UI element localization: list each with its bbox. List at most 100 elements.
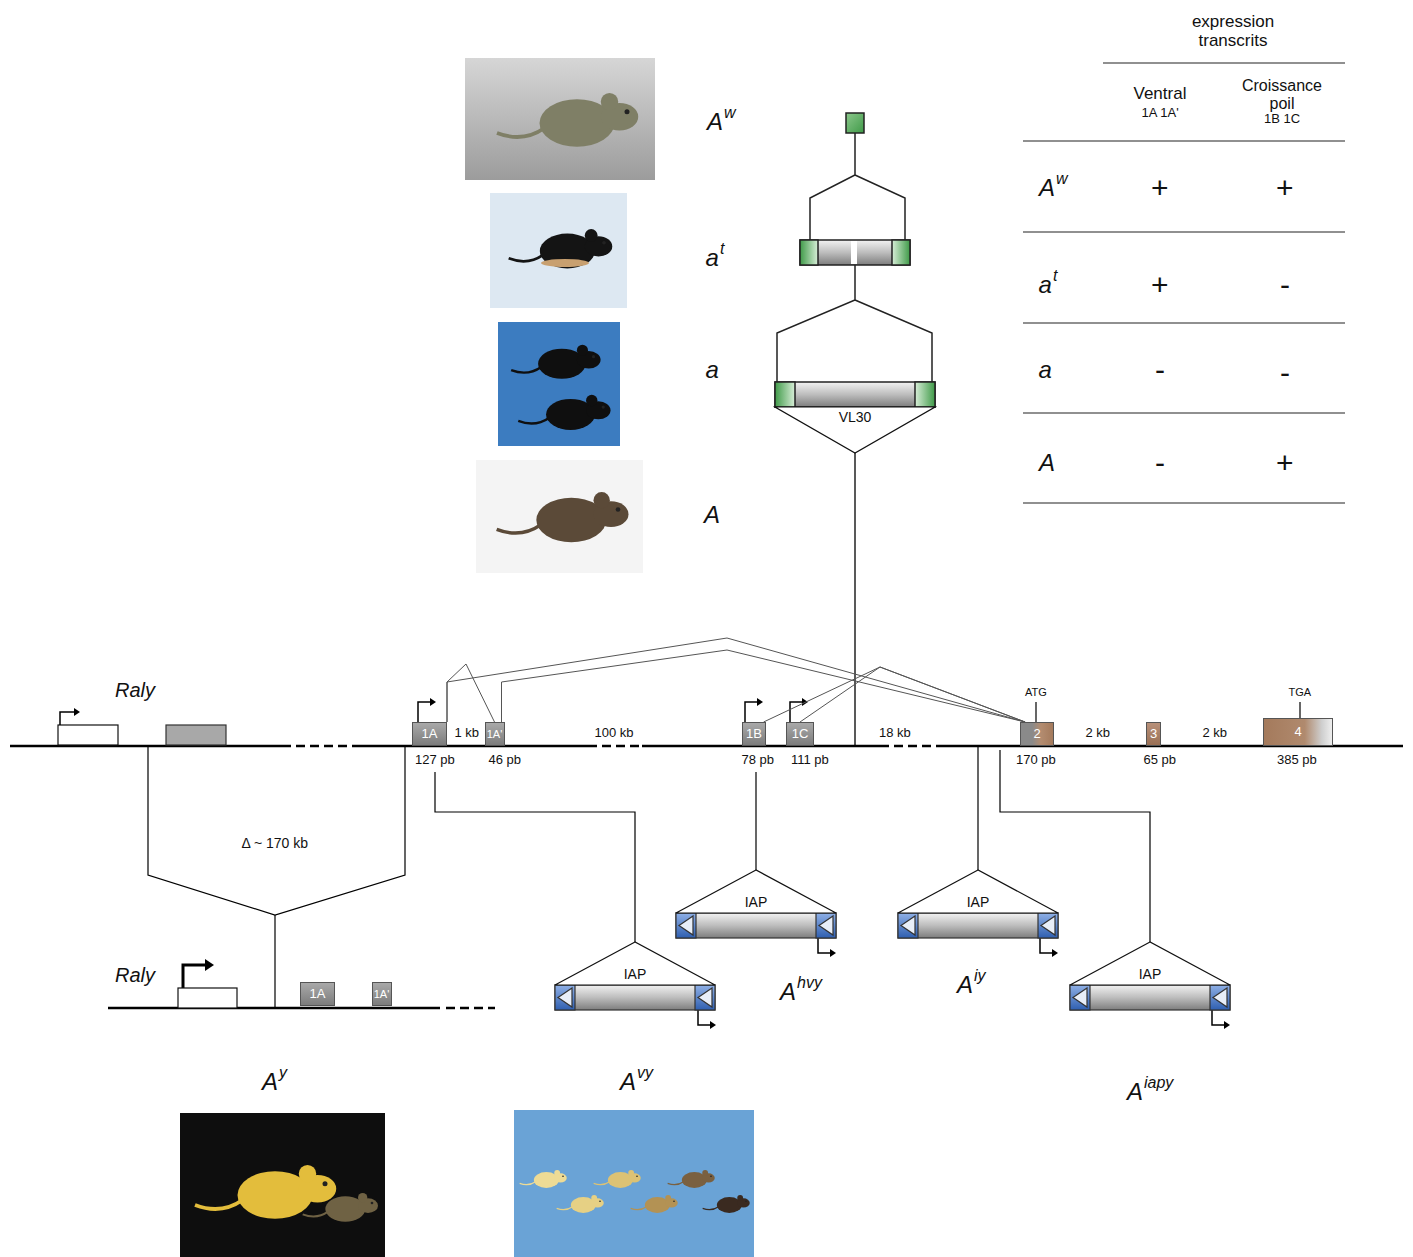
dna bbox=[945, 745, 1403, 748]
exon-label: 4 bbox=[1294, 725, 1301, 739]
mouse bbox=[668, 1170, 715, 1188]
annotation: Δ ~ 170 kb bbox=[242, 835, 309, 851]
annotation: 111 pb bbox=[791, 753, 829, 768]
photo-ground bbox=[498, 322, 620, 446]
annotation: TGA bbox=[1289, 686, 1312, 699]
arrow-heads bbox=[74, 698, 1230, 1029]
iap-element bbox=[676, 913, 836, 938]
exon-box: 1A bbox=[412, 722, 447, 746]
element-label: IAP bbox=[967, 895, 990, 910]
ltr-mark bbox=[1073, 988, 1087, 1007]
ltr bbox=[915, 382, 935, 407]
dna-gap bbox=[282, 745, 360, 748]
splice-line bbox=[447, 638, 1025, 722]
allele-superscript: hvy bbox=[797, 974, 822, 992]
exon-label: 1A' bbox=[487, 728, 503, 740]
arrow-head bbox=[710, 1021, 716, 1029]
iap-element bbox=[555, 985, 715, 1010]
mouse bbox=[520, 1170, 567, 1188]
triangle-outline bbox=[775, 407, 935, 453]
ltr bbox=[695, 985, 715, 1010]
exon-box: 1A' bbox=[372, 982, 392, 1006]
element-label: IAP bbox=[745, 895, 768, 910]
dna bbox=[108, 1007, 440, 1010]
mouse bbox=[631, 1195, 678, 1213]
ltr bbox=[555, 985, 575, 1010]
annotation: ATG bbox=[1025, 686, 1047, 699]
allele-superscript: vy bbox=[637, 1064, 653, 1082]
lead bbox=[755, 772, 756, 870]
insertion-line bbox=[854, 452, 856, 746]
annotation: 18 kb bbox=[879, 726, 911, 741]
allele-name: A bbox=[620, 1068, 636, 1096]
promoter-arrow bbox=[745, 702, 757, 722]
vl30-bar bbox=[775, 382, 935, 407]
ltr bbox=[892, 240, 910, 265]
annotation: - bbox=[1155, 353, 1165, 388]
photo-ground bbox=[514, 1110, 754, 1257]
lead bbox=[435, 772, 635, 942]
triangle-outline bbox=[676, 870, 836, 913]
ltr bbox=[1210, 985, 1230, 1010]
annotation: 46 pb bbox=[489, 753, 522, 768]
arrow-head bbox=[1224, 1021, 1230, 1029]
exon-box: 3 bbox=[1146, 722, 1161, 746]
deletion-stem bbox=[274, 915, 275, 1008]
rule bbox=[1023, 412, 1345, 413]
annotation: 1A 1A' bbox=[1142, 106, 1179, 121]
ltr-mark bbox=[901, 916, 915, 935]
mouse-photo bbox=[180, 1113, 385, 1257]
annotation: - bbox=[1280, 268, 1290, 303]
ltr-mark bbox=[819, 916, 833, 935]
ltr bbox=[676, 913, 696, 938]
arrow-head bbox=[757, 698, 763, 706]
ltr-mark bbox=[698, 988, 712, 1007]
ltr bbox=[1070, 985, 1090, 1010]
deletion-lines bbox=[148, 746, 405, 1008]
annotation: 65 pb bbox=[1144, 753, 1177, 768]
stripe bbox=[851, 241, 857, 264]
allele-superscript: w bbox=[724, 104, 736, 122]
ltr-square bbox=[846, 113, 864, 133]
mouse-photo bbox=[476, 460, 643, 573]
triangle-outline bbox=[898, 870, 1058, 913]
raly-exon bbox=[58, 725, 118, 745]
exon-box: 1A' bbox=[485, 722, 505, 746]
allele-superscript: iy bbox=[974, 967, 986, 985]
annotation: 1B 1C bbox=[1264, 112, 1300, 127]
mouse bbox=[511, 345, 600, 379]
promoter-arrow bbox=[1040, 938, 1052, 953]
ltr-mark bbox=[558, 988, 572, 1007]
dna-gap bbox=[880, 745, 945, 748]
mouse bbox=[509, 229, 613, 268]
annotation: + bbox=[1276, 171, 1294, 206]
allele-name: Raly bbox=[115, 964, 155, 987]
codon-ticks bbox=[1036, 702, 1300, 722]
annotation: 2 kb bbox=[1203, 726, 1228, 741]
annotation: 78 pb bbox=[742, 753, 775, 768]
exon-label: 1B bbox=[746, 727, 762, 741]
deletion-bracket bbox=[148, 746, 405, 915]
arrow-head bbox=[430, 698, 436, 706]
annotation: expression transcrits bbox=[1178, 12, 1288, 51]
photo-ground bbox=[465, 58, 655, 180]
annotation: 385 pb bbox=[1277, 753, 1317, 768]
vl30-bar bbox=[800, 240, 910, 265]
annotation: + bbox=[1151, 171, 1169, 206]
exon-box: 1C bbox=[786, 722, 814, 746]
iap-bar bbox=[676, 913, 836, 938]
iap-element bbox=[1070, 985, 1230, 1010]
allele-superscript: t bbox=[1053, 267, 1057, 285]
tick bbox=[1035, 702, 1036, 722]
arrow-head bbox=[830, 949, 836, 957]
iap-leads bbox=[435, 746, 1150, 942]
promoter-arrow bbox=[60, 712, 74, 725]
annotation: 127 pb bbox=[415, 753, 455, 768]
raly-exon bbox=[166, 725, 226, 745]
allele-name: Raly bbox=[115, 679, 155, 702]
annotation: Croissance poil bbox=[1232, 77, 1332, 114]
annotation: 1 kb bbox=[455, 726, 480, 741]
promoter-arrow bbox=[698, 1010, 710, 1025]
allele-name: A bbox=[1127, 1078, 1143, 1106]
